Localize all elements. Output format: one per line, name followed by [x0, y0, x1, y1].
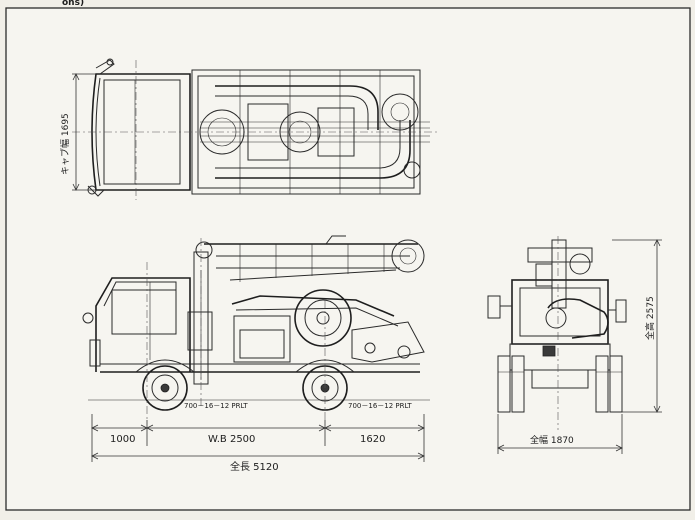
overall-height-label: 全高 2575: [644, 296, 656, 340]
front-overhang-label: 1000: [110, 434, 135, 445]
front-tire-label: 700－16－12 PRLT: [184, 402, 248, 410]
side-view: 700－16－12 PRLT 700－16－12 PRLT: [82, 235, 430, 420]
wheelbase-label: W.B 2500: [208, 434, 255, 445]
overall-width-label: 全幅 1870: [530, 434, 574, 446]
rear-tire-label: 700－16－12 PRLT: [348, 402, 412, 410]
rear-overhang-label: 1620: [360, 434, 385, 445]
length-dimensions: [91, 414, 425, 462]
header-fragment: ons): [62, 0, 84, 8]
rear-view: 全高 2575: [487, 236, 662, 454]
plan-view: キャブ幅 1695: [59, 58, 440, 200]
overall-length-label: 全長 5120: [230, 460, 279, 473]
cab-width-label: キャブ幅 1695: [59, 113, 71, 175]
